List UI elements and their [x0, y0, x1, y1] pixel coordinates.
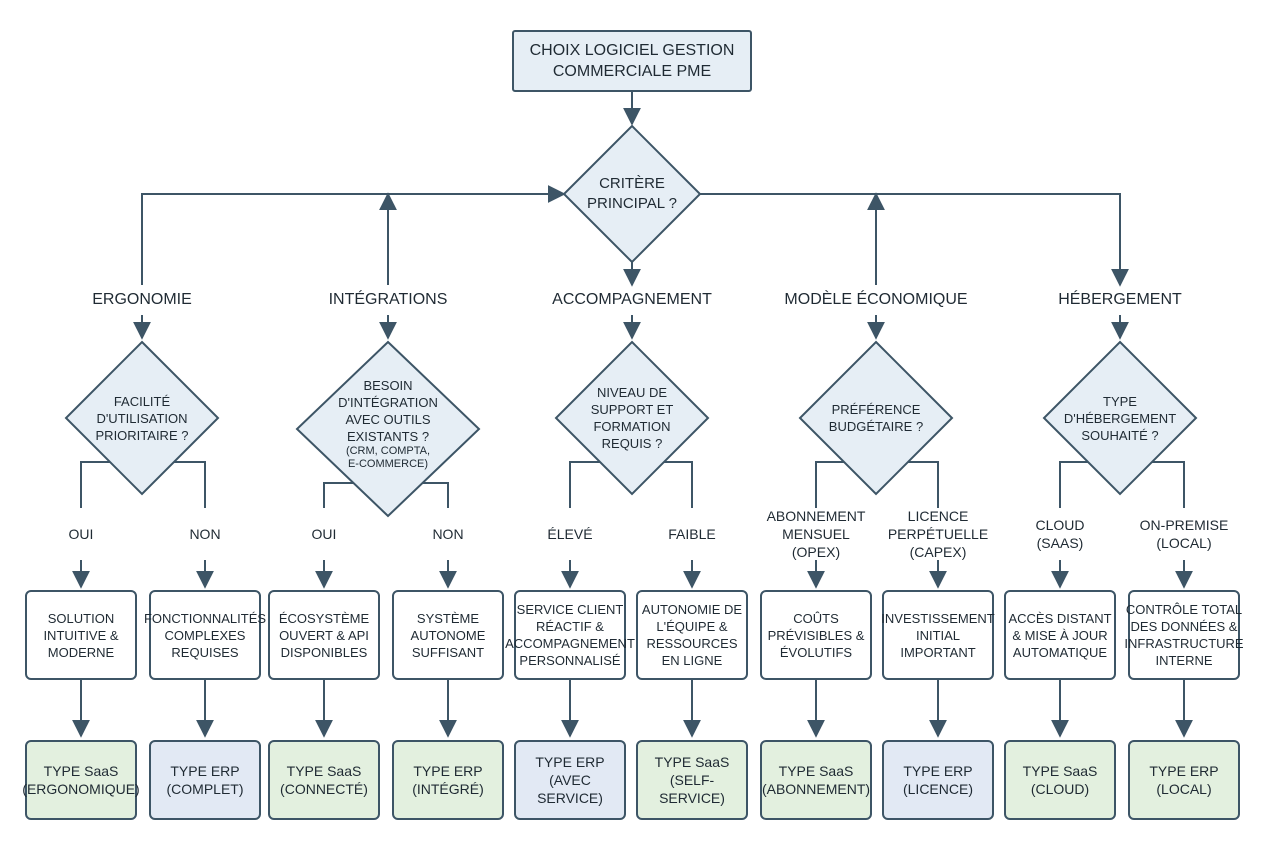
question-text: TYPE D'HÉBERGEMENT SOUHAITÉ ?	[1063, 393, 1177, 443]
detail-box: SYSTÈME AUTONOME SUFFISANT	[392, 590, 504, 680]
option-connector-top	[569, 461, 600, 508]
result-box: TYPE ERP (COMPLET)	[149, 740, 261, 820]
option-label: ÉLEVÉ	[547, 526, 593, 542]
bus-left-outer	[141, 185, 566, 285]
option-label: ON-PREMISE (LOCAL)	[1139, 517, 1229, 551]
result-box: TYPE ERP (LICENCE)	[882, 740, 994, 820]
detail-box: ÉCOSYSTÈME OUVERT & API DISPONIBLES	[268, 590, 380, 680]
option-connector-top	[1152, 461, 1185, 508]
category-label: INTÉGRATIONS	[328, 291, 448, 308]
option-label: NON	[432, 526, 464, 542]
question-diamond	[64, 340, 220, 496]
detail-box: SERVICE CLIENT RÉACTIF & ACCOMPAGNEMENT …	[505, 590, 635, 680]
root-box: CHOIX LOGICIEL GESTION COMMERCIALE PME	[512, 30, 752, 92]
question-text: NIVEAU DE SUPPORT ET FORMATION REQUIS ?	[590, 385, 674, 451]
detail-box: ACCÈS DISTANT & MISE À JOUR AUTOMATIQUE	[1004, 590, 1116, 680]
result-box: TYPE ERP (LOCAL)	[1128, 740, 1240, 820]
bus-right-outer	[700, 193, 1129, 287]
detail-box: INVESTISSEMENT INITIAL IMPORTANT	[881, 590, 995, 680]
option-label: OUI	[311, 526, 337, 542]
result-box: TYPE SaaS (CLOUD)	[1004, 740, 1116, 820]
question-diamond	[1042, 340, 1198, 496]
category-label: ERGONOMIE	[92, 291, 192, 308]
question-text: PRÉFÉRENCE BUDGÉTAIRE ?	[828, 402, 924, 434]
result-box: TYPE ERP (AVEC SERVICE)	[514, 740, 626, 820]
option-connector-top	[664, 461, 693, 508]
detail-box: FONCTIONNALITÉS COMPLEXES REQUISES	[144, 590, 266, 680]
question-text: BESOIN D'INTÉGRATION AVEC OUTILS EXISTAN…	[316, 372, 460, 476]
question-main-text: BESOIN D'INTÉGRATION AVEC OUTILS EXISTAN…	[338, 378, 438, 444]
detail-box: COÛTS PRÉVISIBLES & ÉVOLUTIFS	[760, 590, 872, 680]
question-diamond	[554, 340, 710, 496]
result-box: TYPE SaaS (CONNECTÉ)	[268, 740, 380, 820]
detail-box: AUTONOMIE DE L'ÉQUIPE & RESSOURCES EN LI…	[636, 590, 748, 680]
option-label: CLOUD (SAAS)	[1035, 517, 1085, 551]
question-diamond	[798, 340, 954, 496]
question-note: (CRM, COMPTA, E-COMMERCE)	[345, 445, 431, 470]
main-question-text: CRITÈRE PRINCIPAL ?	[586, 175, 678, 212]
option-label: OUI	[68, 526, 94, 542]
option-connector-top	[323, 482, 354, 508]
option-label: FAIBLE	[668, 526, 716, 542]
result-box: TYPE SaaS (SELF-SERVICE)	[636, 740, 748, 820]
option-label: NON	[189, 526, 221, 542]
option-connector-top	[174, 461, 206, 508]
option-connector-top	[422, 482, 449, 508]
result-box: TYPE ERP (INTÉGRÉ)	[392, 740, 504, 820]
question-diamond	[295, 340, 481, 518]
option-connector-top	[80, 461, 110, 508]
option-connector-top	[908, 461, 939, 508]
option-connector-top	[1059, 461, 1088, 508]
detail-box: SOLUTION INTUITIVE & MODERNE	[25, 590, 137, 680]
category-label: MODÈLE ÉCONOMIQUE	[784, 291, 968, 308]
option-connector-top	[815, 461, 844, 508]
detail-box: CONTRÔLE TOTAL DES DONNÉES & INFRASTRUCT…	[1124, 590, 1244, 680]
option-label: ABONNEMENT MENSUEL (OPEX)	[766, 508, 866, 560]
option-label: LICENCE PERPÉTUELLE (CAPEX)	[887, 508, 989, 560]
question-text: FACILITÉ D'UTILISATION PRIORITAIRE ?	[95, 393, 189, 443]
result-box: TYPE SaaS (ERGONOMIQUE)	[22, 740, 140, 820]
category-label: HÉBERGEMENT	[1058, 291, 1182, 308]
category-label: ACCOMPAGNEMENT	[552, 291, 712, 308]
result-box: TYPE SaaS (ABONNEMENT)	[760, 740, 872, 820]
